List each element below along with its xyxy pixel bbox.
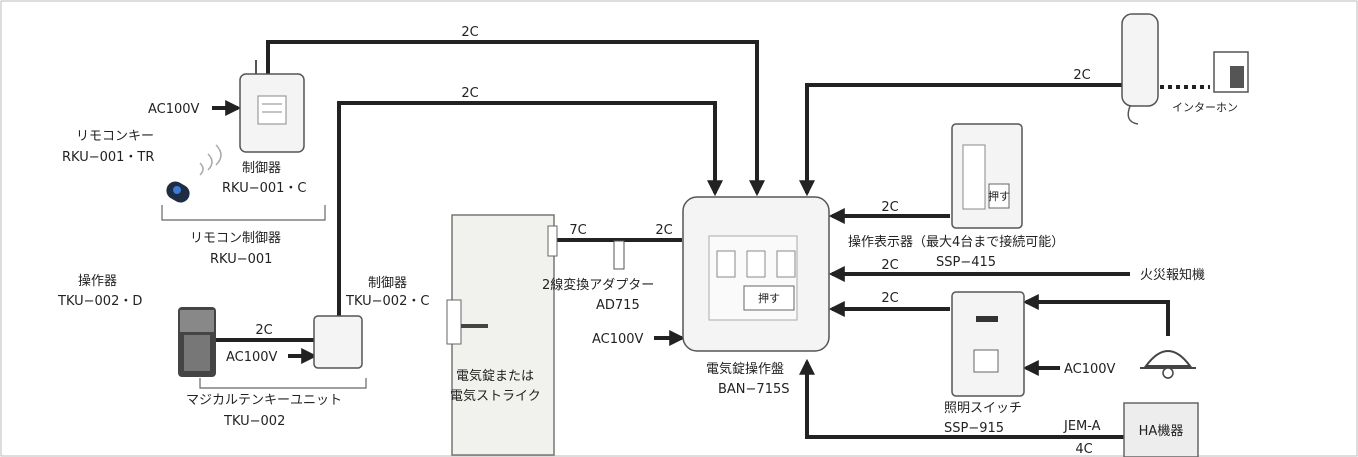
rku-group-model: RKU−001: [210, 252, 272, 267]
wire-label: 2C: [461, 86, 478, 101]
remote-key-fob: [166, 144, 222, 203]
intercom-handset: [1121, 13, 1249, 125]
rku-group-name: リモコン制御器: [190, 231, 281, 246]
wire-label: 2C: [881, 200, 898, 215]
lock-label-line2: 電気ストライク: [450, 388, 541, 404]
wire-ha-to-panel: [799, 358, 1124, 439]
tku-operator-model: TKU−002・D: [57, 294, 142, 309]
wire-label: 2C: [881, 258, 898, 273]
fire-alarm-label: 火災報知機: [1140, 267, 1205, 283]
tku-operator-name: 操作器: [78, 273, 117, 289]
panel-model: BAN−715S: [718, 382, 790, 397]
remote-key-model: RKU−001・TR: [62, 150, 154, 165]
display-button-label: 押す: [988, 189, 1010, 203]
adapter-model: AD715: [596, 298, 640, 313]
rku-controller-name: 制御器: [242, 161, 281, 176]
ha-device-label: HA機器: [1139, 424, 1184, 439]
wire-label: 2C: [461, 25, 478, 40]
electric-lock-door: [446, 214, 558, 456]
power-label: AC100V: [148, 102, 200, 117]
tku-group-model: TKU−002: [223, 414, 285, 429]
remote-key-name: リモコンキー: [76, 129, 154, 144]
ceiling-lamp: [1140, 350, 1196, 379]
adapter-name: 2線変換アダプター: [542, 277, 654, 293]
intercom-label: インターホン: [1172, 101, 1238, 114]
light-switch-model: SSP−915: [944, 421, 1004, 436]
wire-label: 2C: [881, 291, 898, 306]
rku-controller-model: RKU−001・C: [222, 181, 307, 196]
wire-lamp-to-switch: [1022, 294, 1170, 336]
display-name: 操作表示器（最大4台まで接続可能）: [848, 234, 1064, 250]
tku-operator: [178, 307, 216, 377]
rku-group-bracket: [161, 205, 326, 221]
ha-device-box: [1123, 402, 1199, 457]
panel-name: 電気錠操作盤: [706, 361, 784, 377]
wire-label: 2C: [655, 223, 672, 238]
tku-group-bracket: [199, 378, 367, 389]
wire-rku-to-panel: [266, 40, 765, 197]
power-label: AC100V: [226, 350, 278, 365]
light-switch-name: 照明スイッチ: [944, 401, 1022, 416]
rku-controller: [239, 60, 305, 153]
display-model: SSP−415: [936, 255, 996, 270]
wire-label: 2C: [255, 323, 272, 338]
wire-tku-to-panel: [337, 101, 723, 316]
wire-label: 2C: [1073, 68, 1090, 83]
tku-controller-model: TKU−002・C: [345, 294, 429, 309]
wire-intercom-to-panel: [799, 83, 1122, 197]
power-label: AC100V: [592, 332, 644, 347]
adapter-ad715: [613, 240, 625, 270]
main-panel: [682, 196, 830, 352]
lock-label-line1: 電気錠または: [456, 368, 534, 384]
tku-controller: [313, 315, 363, 369]
wire-label: 4C: [1075, 442, 1092, 457]
operation-display: [951, 123, 1023, 229]
tku-group-name: マジカルテンキーユニット: [186, 393, 342, 408]
wire-label: 7C: [569, 223, 586, 238]
light-switch: [951, 291, 1025, 397]
wire-label: JEM-A: [1063, 419, 1101, 434]
power-label: AC100V: [1064, 362, 1116, 377]
tku-controller-name: 制御器: [368, 276, 407, 291]
panel-button-label: 押す: [758, 291, 780, 305]
